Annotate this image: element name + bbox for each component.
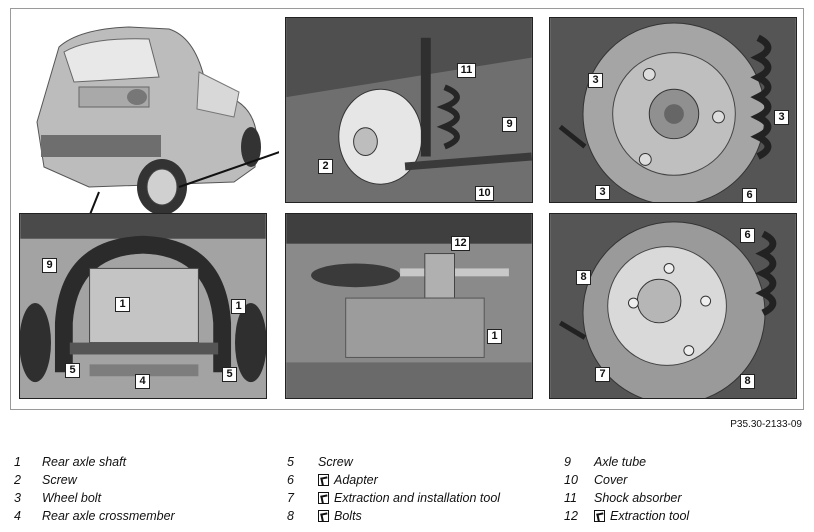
callout-label: 2	[318, 159, 333, 174]
callout-label: 10	[475, 186, 494, 201]
legend-label: Axle tube	[594, 455, 647, 469]
legend-column-1: 1 Rear axle shaft 2 Screw 3 Wheel bolt 4 Rea…	[14, 455, 234, 527]
legend-number: 8	[287, 509, 294, 523]
legend-label: Screw	[42, 473, 77, 487]
legend-number: 6	[287, 473, 294, 487]
legend-label: Screw	[318, 455, 353, 469]
legend-number: 12	[564, 509, 578, 523]
special-tool-icon	[318, 492, 329, 504]
legend-label: Shock absorber	[594, 491, 682, 505]
callout-label: 8	[740, 374, 755, 389]
legend-label: Cover	[594, 473, 628, 487]
callout-label: 1	[231, 299, 246, 314]
photo-wheel-bolts: 3 3 3 6	[549, 17, 797, 203]
illustration-frame: 11 2 9 10 3 3 3 6	[10, 8, 804, 410]
legend-item: 3 Wheel bolt	[14, 491, 234, 509]
legend-number: 2	[14, 473, 21, 487]
extraction-tool-drawing	[286, 214, 532, 398]
legend-item: 10 Cover	[564, 473, 804, 491]
callout-label: 6	[742, 188, 757, 202]
callout-label: 3	[774, 110, 789, 125]
legend-number: 7	[287, 491, 294, 505]
photo-shock-absorber: 11 2 9 10	[285, 17, 533, 203]
callout-label: 5	[222, 367, 237, 382]
legend-item: 2 Screw	[14, 473, 234, 491]
legend-number: 11	[564, 491, 577, 505]
legend-label: Adapter	[334, 473, 378, 487]
legend-item: 1 Rear axle shaft	[14, 455, 234, 473]
legend-label: Extraction tool	[610, 509, 690, 523]
special-tool-icon	[318, 510, 329, 522]
callout-label: 3	[588, 73, 603, 88]
callout-label: 9	[42, 258, 57, 273]
reference-code: P35.30-2133-09	[730, 419, 802, 430]
callout-label: 5	[65, 363, 80, 378]
legend-item: 9 Axle tube	[564, 455, 804, 473]
photo-crossmember: 9 1 1 5 4 5	[19, 213, 267, 399]
legend-column-3: 9 Axle tube 10 Cover 11 Shock absorber 12 Ex…	[564, 455, 804, 527]
legend-number: 4	[14, 509, 21, 523]
legend-number: 10	[564, 473, 578, 487]
callout-label: 11	[457, 63, 476, 78]
callout-label: 7	[595, 367, 610, 382]
callout-label: 8	[576, 270, 591, 285]
legend-item: 6 Adapter	[287, 473, 527, 491]
legend-label: Wheel bolt	[42, 491, 102, 505]
shock-absorber-drawing	[286, 18, 532, 202]
photo-car-rear	[19, 17, 295, 218]
callout-label: 12	[451, 236, 470, 251]
legend-label: Rear axle crossmember	[42, 509, 175, 523]
legend-item: 12 Extraction tool	[564, 509, 804, 527]
legend-number: 3	[14, 491, 21, 505]
special-tool-icon	[594, 510, 605, 522]
photo-extraction-tool: 12 1	[285, 213, 533, 399]
car-rear-drawing	[36, 26, 295, 218]
wheel-bolts-drawing	[550, 18, 796, 202]
callout-label: 4	[135, 374, 150, 389]
legend-number: 9	[564, 455, 571, 469]
callout-label: 1	[487, 329, 502, 344]
callout-label: 3	[595, 185, 610, 200]
legend-label: Extraction and installation tool	[334, 491, 501, 505]
legend-item: 8 Bolts	[287, 509, 527, 527]
special-tool-icon	[318, 474, 329, 486]
legend-label: Rear axle shaft	[42, 455, 127, 469]
legend-number: 5	[287, 455, 294, 469]
callout-label: 1	[115, 297, 130, 312]
callout-label: 6	[740, 228, 755, 243]
legend-column-2: 5 Screw 6 Adapter 7 Extraction and installa…	[287, 455, 527, 527]
legend-number: 1	[14, 455, 21, 469]
callout-label: 9	[502, 117, 517, 132]
adapter-bolts-drawing	[550, 214, 796, 398]
legend-item: 5 Screw	[287, 455, 527, 473]
legend-item: 7 Extraction and installation tool	[287, 491, 527, 509]
legend-item: 4 Rear axle crossmember	[14, 509, 234, 527]
legend-item: 11 Shock absorber	[564, 491, 804, 509]
legend-label: Bolts	[334, 509, 362, 523]
photo-adapter-bolts: 6 8 7 8	[549, 213, 797, 399]
